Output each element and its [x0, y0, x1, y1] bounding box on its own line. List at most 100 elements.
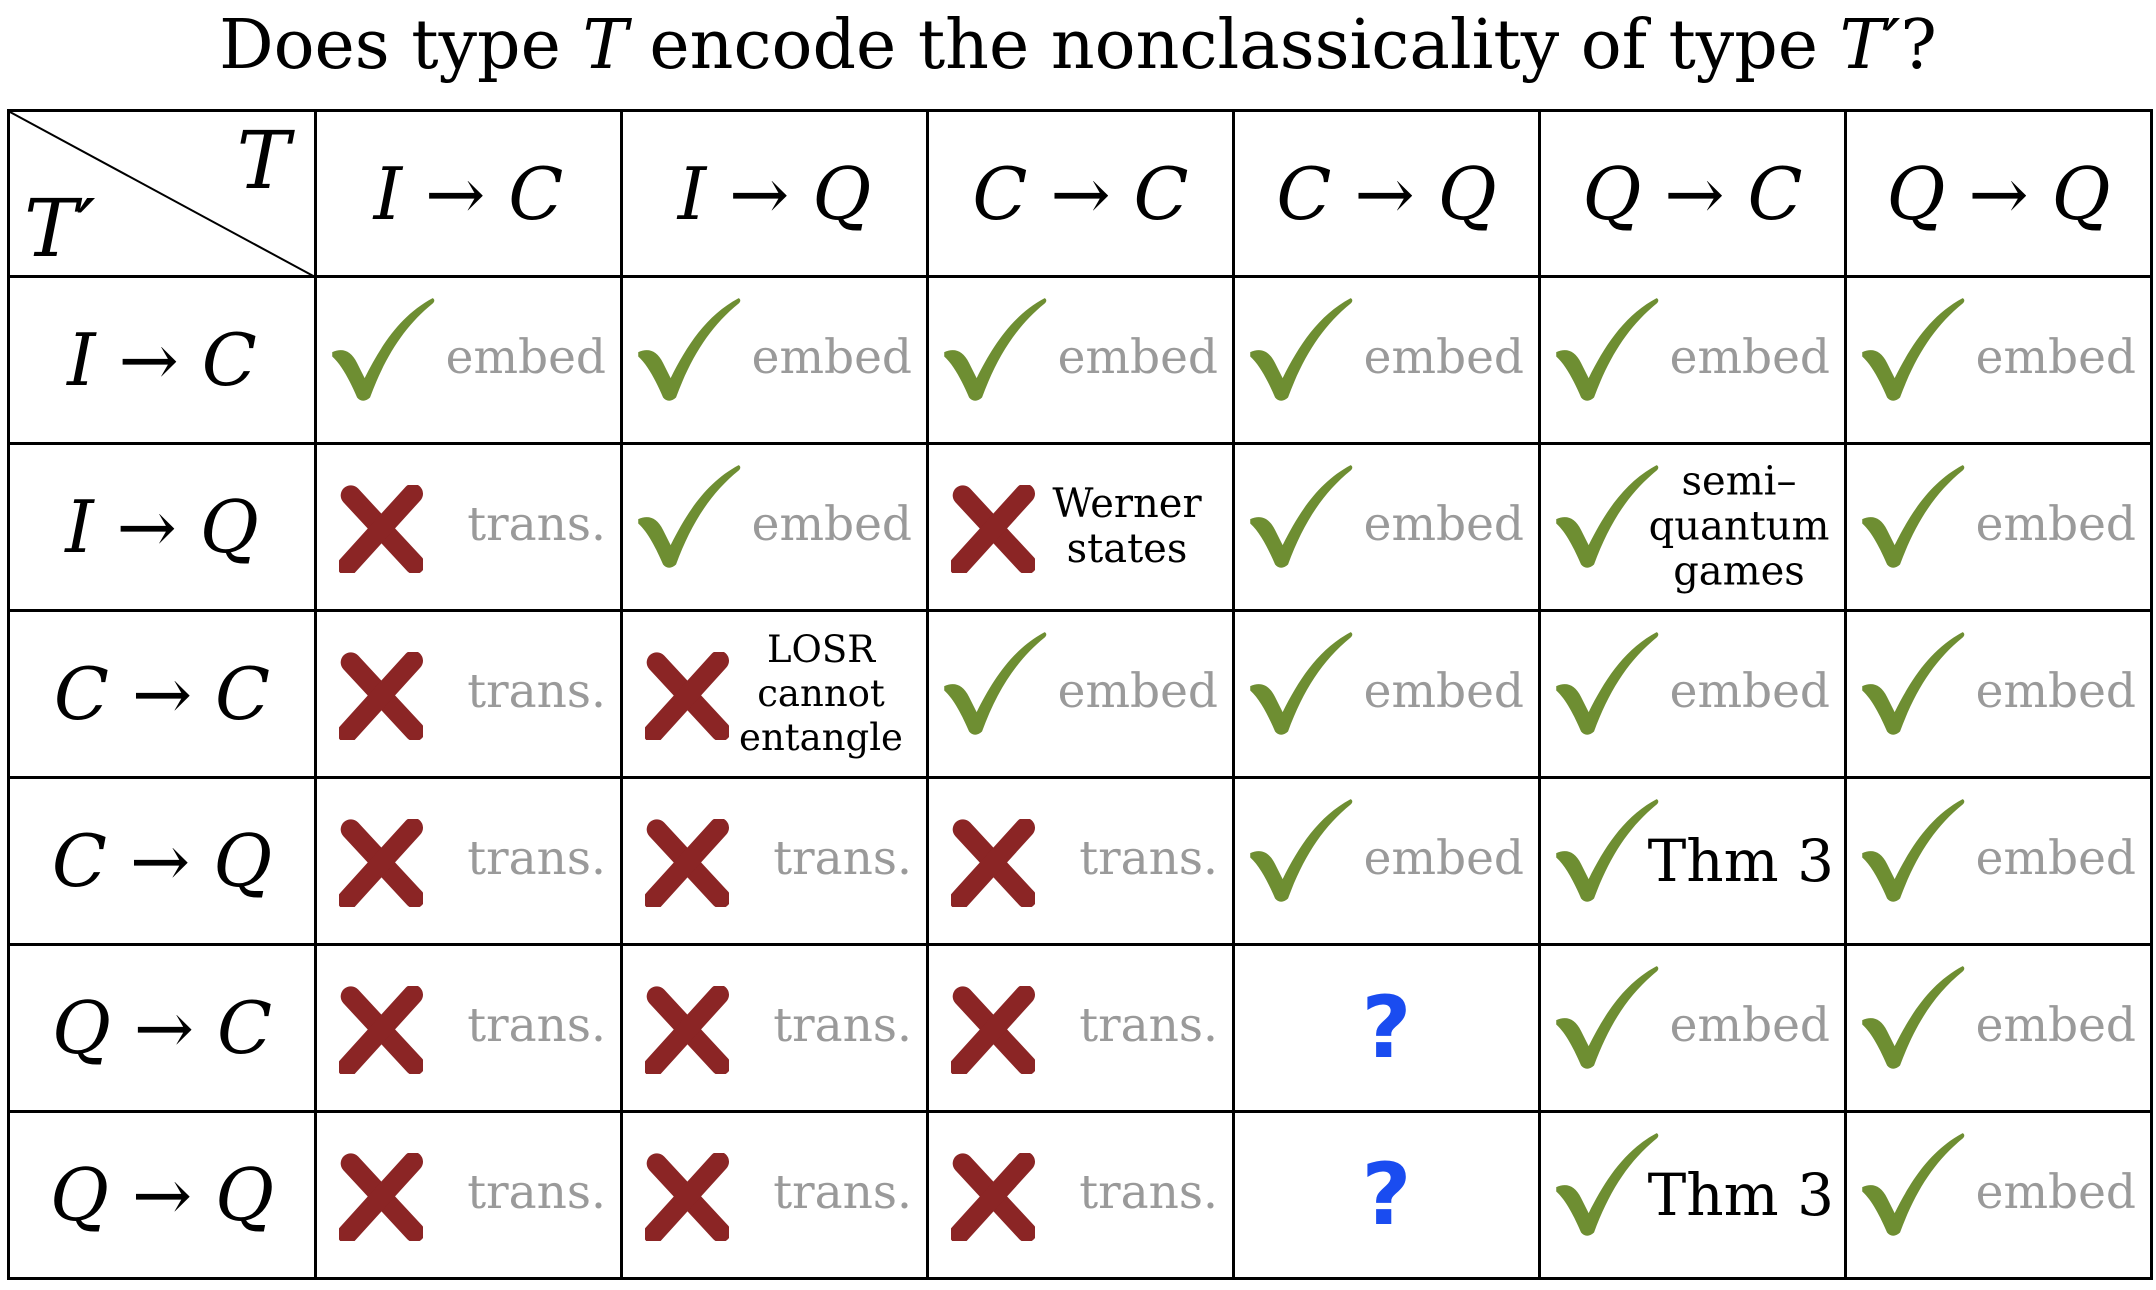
cell-label: embed [1363, 329, 1524, 385]
corner-diagonal [11, 113, 311, 274]
corner-row-symbol: T′ [24, 182, 96, 275]
cell-label: embed [1669, 329, 1830, 385]
column-header: I → Q [620, 109, 929, 278]
page-title: Does type T encode the nonclassicality o… [0, 0, 2156, 100]
check-icon [1862, 1133, 1965, 1236]
table-cell: embed [1232, 776, 1541, 946]
table-cell: trans. [620, 776, 929, 946]
theorem-reference: Thm 3 [1647, 827, 1834, 895]
note-line: quantum [1648, 503, 1830, 550]
cross-icon [339, 819, 423, 907]
table-cell: ? [1232, 943, 1541, 1113]
theorem-reference: Thm 3 [1647, 1161, 1834, 1229]
cell-label: trans. [773, 997, 912, 1053]
cell-label: trans. [467, 663, 606, 719]
cell-label: embed [751, 496, 912, 552]
table-cell: embed [1844, 609, 2153, 779]
check-icon [1862, 298, 1965, 401]
cell-label: trans. [1079, 1164, 1218, 1220]
cross-icon [645, 1153, 729, 1241]
cross-icon [339, 986, 423, 1074]
cell-label: trans. [467, 997, 606, 1053]
table-cell: embed [314, 275, 623, 445]
table-cell: trans. [926, 776, 1235, 946]
table-cell: embed [1232, 442, 1541, 612]
check-icon [1862, 632, 1965, 735]
title-suffix: ? [1900, 6, 1937, 85]
column-header: Q → Q [1844, 109, 2153, 278]
table-cell: trans. [314, 442, 623, 612]
cell-label: embed [1975, 329, 2136, 385]
cross-icon [951, 986, 1035, 1074]
cell-label: trans. [773, 1164, 912, 1220]
cell-label: trans. [467, 830, 606, 886]
note-line: states [1066, 526, 1188, 572]
column-header: Q → C [1538, 109, 1847, 278]
row-header: C → Q [7, 776, 317, 946]
check-icon [1250, 799, 1353, 902]
cell-label: trans. [467, 496, 606, 552]
cross-icon [339, 1153, 423, 1241]
check-icon [638, 465, 741, 568]
table-cell: ? [1232, 1110, 1541, 1280]
question-mark: ? [1361, 1145, 1412, 1245]
check-icon [1862, 966, 1965, 1069]
cell-label: embed [1363, 496, 1524, 552]
table-cell: embed [1844, 1110, 2153, 1280]
cross-icon [951, 485, 1035, 573]
corner-cell: T T′ [7, 109, 317, 278]
cell-label: embed [1975, 663, 2136, 719]
cell-label: embed [1669, 997, 1830, 1053]
cell-label: embed [1363, 830, 1524, 886]
row-header: I → Q [7, 442, 317, 612]
title-prefix: Does type [219, 6, 583, 85]
table-cell: trans. [620, 1110, 929, 1280]
title-tprime-symbol: T′ [1839, 6, 1901, 85]
check-icon [1556, 966, 1659, 1069]
table-cell: embed [1538, 275, 1847, 445]
check-icon [1250, 465, 1353, 568]
table-cell: embed [926, 609, 1235, 779]
table-cell: Thm 3 [1538, 776, 1847, 946]
title-middle: encode the nonclassicality of type [627, 6, 1840, 85]
table-cell: embed [1844, 442, 2153, 612]
corner-column-symbol: T [236, 114, 290, 207]
table-cell: trans. [314, 776, 623, 946]
row-header: I → C [7, 275, 317, 445]
check-icon [1556, 799, 1659, 902]
table-cell: trans. [620, 943, 929, 1113]
check-icon [332, 298, 435, 401]
column-header: C → C [926, 109, 1235, 278]
table-cell: embed [1844, 275, 2153, 445]
cell-label: embed [751, 329, 912, 385]
cell-label: embed [1669, 663, 1830, 719]
table-cell: embed [1844, 943, 2153, 1113]
row-header: Q → C [7, 943, 317, 1113]
table-cell: embed [1538, 943, 1847, 1113]
check-icon [1250, 298, 1353, 401]
table-cell: trans. [926, 1110, 1235, 1280]
table-cell: Thm 3 [1538, 1110, 1847, 1280]
note-line: semi– [1681, 458, 1797, 505]
table-cell: embed [620, 275, 929, 445]
cell-label: embed [1975, 496, 2136, 552]
cell-label: embed [1057, 329, 1218, 385]
table-cell: embed [926, 275, 1235, 445]
row-header: C → C [7, 609, 317, 779]
cross-icon [951, 1153, 1035, 1241]
cross-icon [645, 819, 729, 907]
note-line: entangle [739, 716, 903, 759]
note-line: Werner [1052, 481, 1202, 527]
check-icon [944, 632, 1047, 735]
